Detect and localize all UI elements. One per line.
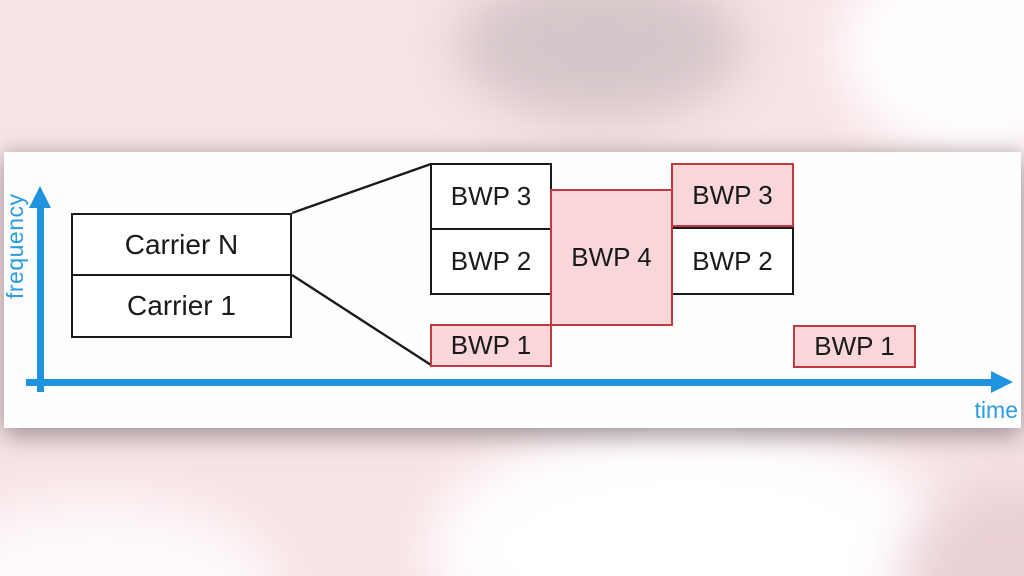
bwp4-box: BWP 4 [550,189,673,326]
x-axis-label: time [974,397,1018,423]
bwp4-label: BWP 4 [571,242,652,272]
bwp1-right-box: BWP 1 [793,325,916,368]
backdrop-blob-top-right [840,0,1024,160]
carrier-1-box: Carrier 1 [71,274,292,338]
bwp3-right-box: BWP 3 [671,163,794,227]
carrier-1-label: Carrier 1 [127,290,236,321]
y-axis-arrowhead-icon [29,186,51,208]
backdrop-blob-bottom-left [0,500,280,576]
bwp2-left-box: BWP 2 [430,228,552,295]
bwp1-left-box: BWP 1 [430,324,552,367]
y-axis-line [37,202,44,392]
x-axis-arrowhead-icon [991,371,1013,393]
bwp1-right-label: BWP 1 [814,331,895,361]
bwp3-right-label: BWP 3 [692,179,773,210]
backdrop-blob-top [455,0,745,120]
bwp2-right-box: BWP 2 [671,227,794,295]
y-axis-label: frequency [2,193,28,299]
x-axis-line [26,379,992,386]
carrier-n-box: Carrier N [71,213,292,276]
backdrop-blob-bottom [430,420,950,576]
bwp2-left-label: BWP 2 [450,246,532,276]
bwp2-right-label: BWP 2 [692,245,773,276]
carrier-n-label: Carrier N [124,228,239,260]
bwp3-left-box: BWP 3 [430,163,552,230]
bwp1-left-label: BWP 1 [450,330,532,360]
bwp3-left-label: BWP 3 [450,181,532,211]
